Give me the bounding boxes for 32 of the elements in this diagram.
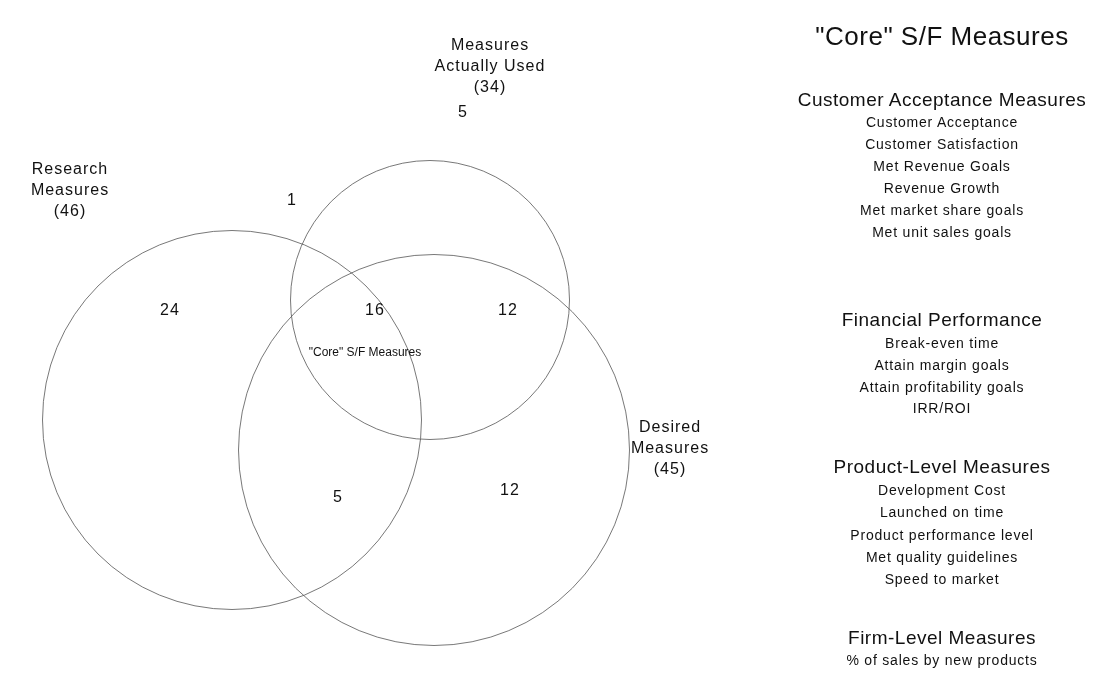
measure-item: Development Cost <box>878 482 1006 498</box>
measure-item: Customer Acceptance <box>865 114 1019 130</box>
measure-item: Break-even time <box>885 335 999 351</box>
measure-item: Launched on time <box>879 504 1005 520</box>
region-count: 24 <box>160 301 180 319</box>
region-count: 16 <box>365 301 385 319</box>
measure-item: Revenue Growth <box>883 180 1001 196</box>
measure-item: % of sales by new products <box>846 652 1038 668</box>
measure-item: Attain profitability goals <box>859 379 1025 395</box>
measure-item: Attain margin goals <box>874 357 1010 373</box>
category-heading: Customer Acceptance Measures <box>797 89 1087 111</box>
circle-label: Desired Measures (45) <box>629 417 711 479</box>
title: "Core" S/F Measures <box>815 20 1069 52</box>
region-label: "Core" S/F Measures <box>308 345 422 359</box>
measure-item: Met unit sales goals <box>872 224 1012 240</box>
circle-label: Research Measures (46) <box>29 159 111 221</box>
measure-item: IRR/ROI <box>912 400 972 416</box>
measure-item: Product performance level <box>850 527 1034 543</box>
region-count: 5 <box>333 488 343 506</box>
measure-item: Customer Satisfaction <box>865 136 1019 152</box>
category-heading: Firm-Level Measures <box>848 627 1036 649</box>
measure-item: Speed to market <box>884 571 1000 587</box>
category-heading: Financial Performance <box>841 309 1043 331</box>
region-count: 1 <box>287 191 297 209</box>
measure-item: Met Revenue Goals <box>873 158 1011 174</box>
category-heading: Product-Level Measures <box>833 456 1051 478</box>
region-count: 5 <box>458 103 468 121</box>
measure-item: Met market share goals <box>860 202 1024 218</box>
region-count: 12 <box>498 301 518 319</box>
circle-label: Measures Actually Used (34) <box>433 35 547 97</box>
region-count: 12 <box>500 481 520 499</box>
measure-item: Met quality guidelines <box>865 549 1019 565</box>
